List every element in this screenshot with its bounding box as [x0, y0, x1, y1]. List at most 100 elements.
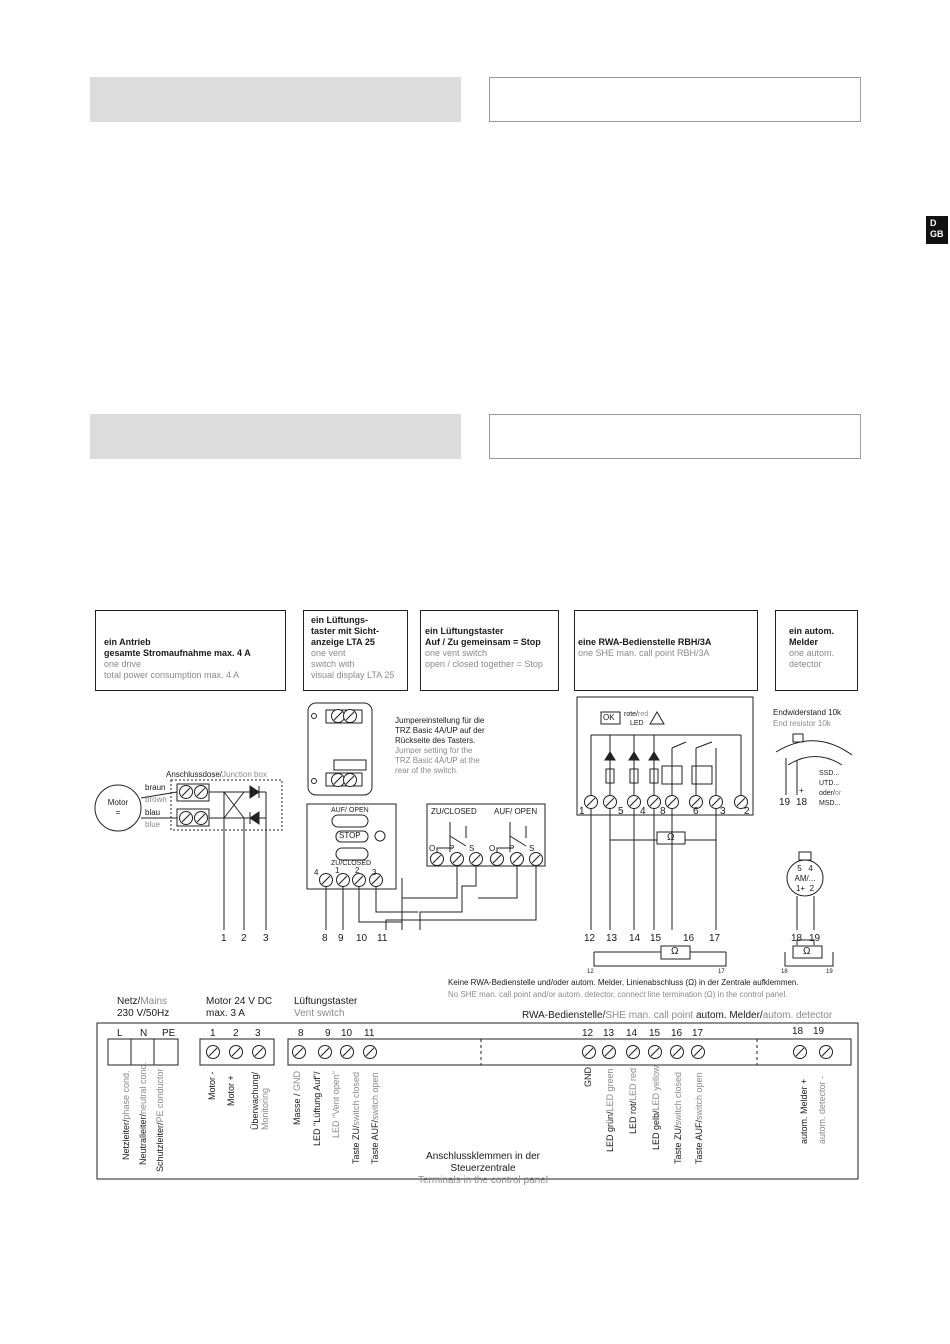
rot-label-t10: LED "Vent open" — [331, 1071, 341, 1138]
note-de: Keine RWA-Bedienstelle und/oder autom. M… — [448, 978, 799, 987]
header-bar-left-1 — [90, 77, 461, 122]
vent-open-label: AUF/ OPEN — [494, 807, 538, 816]
rot-t17-en: switch open — [694, 1072, 704, 1120]
term-num-2: 2 — [233, 1028, 239, 1039]
small-term-18: 18 — [781, 969, 788, 975]
am-2: 2 — [809, 884, 815, 893]
term-num-3: 3 — [255, 1028, 261, 1039]
header-bar-right-1 — [489, 77, 861, 122]
det-num-19: 19 — [779, 797, 791, 808]
rot-t16-de: Taste ZU/ — [673, 1125, 683, 1164]
term-num-10: 10 — [341, 1028, 353, 1039]
rot-label-t13: LED grün/LED green — [605, 1068, 615, 1152]
small-term-19: 19 — [826, 969, 833, 975]
rbh-de: eine RWA-Bedienstelle RBH/3A — [578, 637, 712, 647]
lta-term-11: 11 — [377, 933, 388, 944]
rbh-omega: Ω — [667, 832, 675, 843]
motor-label: Motor = — [104, 798, 132, 818]
vent-de1: ein Lüftungstaster — [425, 626, 504, 636]
rot-label-t11b: Taste AUF/switch open — [370, 1072, 380, 1164]
rwa-heading: RWA-Bedienstelle/SHE man. call point aut… — [522, 1010, 832, 1022]
motor-label-2: = — [115, 808, 121, 817]
vent-box: ein Lüftungstaster Auf / Zu gemeinsam = … — [420, 610, 559, 691]
lta-term-top-4: 4 — [314, 868, 319, 877]
language-tab-gb: GB — [930, 229, 944, 239]
det-term-19: 19 — [809, 933, 821, 944]
am-4: 4 — [808, 864, 813, 873]
vent-s-2: S — [529, 844, 535, 853]
rot-label-t12: GND — [583, 1067, 593, 1087]
term-num-15: 15 — [649, 1028, 661, 1039]
lta-en1: one vent — [311, 648, 346, 658]
rot-t14-de: LED rot/ — [628, 1100, 638, 1134]
motor-term-3: 3 — [263, 933, 269, 944]
rot-t14-en: LED red — [628, 1067, 638, 1101]
rbh-term-17: 17 — [709, 933, 721, 944]
melder-en: autom. detector — [762, 1010, 833, 1021]
term-num-14: 14 — [626, 1028, 638, 1039]
header-bar-left-2 — [90, 414, 461, 459]
term-num-9: 9 — [325, 1028, 331, 1039]
mains-en: Mains — [140, 996, 168, 1007]
det-term-18: 18 — [791, 933, 803, 944]
jumper-en-3: rear of the switch. — [395, 766, 459, 775]
jumper-module — [307, 702, 373, 796]
vent-o-2: O — [489, 844, 496, 853]
rot-label-t17: Taste AUF/switch open — [694, 1072, 704, 1164]
mains-l: L — [117, 1028, 123, 1039]
motor-label-1: Motor — [107, 798, 129, 807]
detector-types: SSD... UTD... oder/or MSD... — [819, 769, 841, 809]
rot-pe-en: PE conductor — [155, 1068, 165, 1123]
lta-stop-button[interactable]: STOP — [339, 831, 361, 840]
rot-n-de: Neutralleiter/ — [138, 1113, 148, 1165]
term-num-17: 17 — [692, 1028, 704, 1039]
rbh-top-2: 2 — [744, 806, 750, 817]
drive-en1: one drive — [104, 659, 142, 669]
lta-de3: anzeige LTA 25 — [311, 637, 375, 647]
motor-symbol — [94, 784, 142, 832]
lta-de2: taster mit Sicht- — [311, 626, 380, 636]
note-en: No SHE man. call point and/or autom. det… — [448, 990, 788, 999]
detector-de2: Melder — [789, 637, 819, 647]
jumper-text: Jumpereinstellung für die TRZ Basic 4A/U… — [395, 716, 485, 776]
motor-term-1: 1 — [221, 933, 227, 944]
language-tab[interactable]: D GB — [926, 216, 948, 244]
lta-term-8: 8 — [322, 933, 328, 944]
rbh-top-4: 4 — [640, 806, 646, 817]
rot-t15-de: LED gelb/ — [651, 1110, 661, 1150]
rbh-term-16: 16 — [683, 933, 695, 944]
rot-t8-en: GND — [292, 1070, 302, 1091]
rbh-panel — [576, 696, 754, 816]
vent-en-heading: Vent switch — [294, 1008, 345, 1019]
rbh-ok-button[interactable]: OK — [603, 713, 615, 722]
rbh-top-3: 3 — [720, 806, 726, 817]
terminal-footer: Anschlussklemmen in der Steuerzentrale T… — [398, 1151, 568, 1187]
vent-s-1: S — [469, 844, 475, 853]
junction-label: Anschlussdose/Junction box — [166, 770, 267, 780]
wire-braun: braun — [145, 783, 166, 792]
lta-term-10: 10 — [356, 933, 368, 944]
term-num-19: 19 — [813, 1026, 825, 1037]
lta-term-top-3: 3 — [372, 868, 377, 877]
detector-msd: MSD... — [819, 800, 841, 807]
rot-t11a-de: Taste ZU/ — [351, 1125, 361, 1164]
rot-m3-en: Monitoring — [260, 1087, 270, 1130]
rbh-led-label: rote/red LED — [624, 710, 648, 728]
rbh-term-13: 13 — [606, 933, 618, 944]
term-num-13: 13 — [603, 1028, 615, 1039]
drive-box: ein Antrieb gesamte Stromaufnahme max. 4… — [95, 610, 286, 691]
rot-label-t11a: Taste ZU/switch closed — [351, 1072, 361, 1164]
motor-term-2: 2 — [241, 933, 247, 944]
detector-ssd: SSD... — [819, 770, 840, 777]
lta-term-top-2: 2 — [355, 866, 360, 875]
vent-en1: one vent switch — [425, 648, 488, 658]
rot-m3-de: Überwachung/ — [250, 1071, 260, 1130]
am-name: AM/... — [794, 874, 816, 883]
lta-term-9: 9 — [338, 933, 344, 944]
mains-voltage: 230 V/50Hz — [117, 1008, 170, 1019]
rbh-led-en: red — [638, 711, 649, 718]
detector-de1: ein autom. — [789, 626, 835, 636]
rot-label-t8: Masse / GND — [292, 1071, 302, 1125]
terminal-footer-en: Terminals in the control panel — [417, 1175, 549, 1186]
omega-line-det: Ω — [803, 946, 811, 957]
